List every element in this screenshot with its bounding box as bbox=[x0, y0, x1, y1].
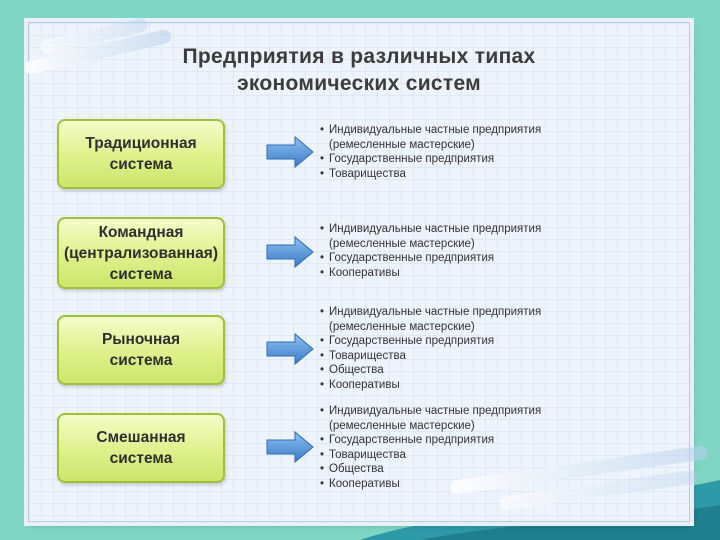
arrow-right-icon bbox=[266, 332, 314, 366]
enterprise-list: •Индивидуальные частные предприятия (рем… bbox=[320, 123, 541, 181]
arrow-right-icon bbox=[266, 235, 314, 269]
system-box-traditional: Традиционная система bbox=[57, 119, 225, 189]
list-item: •Индивидуальные частные предприятия bbox=[320, 223, 542, 235]
system-label: система bbox=[109, 265, 173, 283]
list-item: (ремесленные мастерские) bbox=[329, 237, 475, 250]
slide-title: Предприятия в различных типах экономичес… bbox=[29, 43, 689, 97]
list-item: •Индивидуальные частные предприятия bbox=[320, 306, 542, 318]
slide: Предприятия в различных типах экономичес… bbox=[23, 16, 709, 522]
system-label: Командная bbox=[98, 223, 184, 241]
system-box-mixed: Смешанная система bbox=[57, 413, 225, 483]
system-box-market: Рыночная система bbox=[57, 315, 225, 385]
arrow-right-icon bbox=[266, 430, 314, 464]
list-item: •Общества bbox=[320, 463, 384, 475]
list-item: •Государственные предприятия bbox=[320, 335, 495, 347]
list-item: •Товарищества bbox=[320, 167, 406, 180]
list-item: •Государственные предприятия bbox=[320, 434, 495, 446]
title-line: экономических систем bbox=[236, 72, 482, 95]
list-item: •Государственные предприятия bbox=[320, 153, 495, 165]
system-label: Традиционная bbox=[85, 135, 197, 152]
list-item: (ремесленные мастерские) bbox=[329, 138, 475, 151]
system-label: система bbox=[109, 352, 173, 369]
list-item: •Кооперативы bbox=[320, 477, 400, 490]
system-label: Смешанная bbox=[96, 429, 186, 446]
list-item: •Общества bbox=[320, 364, 384, 376]
system-label: система bbox=[109, 156, 173, 173]
list-item: •Кооперативы bbox=[320, 378, 400, 391]
system-label: (централизованная) bbox=[63, 244, 218, 262]
enterprise-list: •Индивидуальные частные предприятия (рем… bbox=[320, 305, 541, 392]
enterprise-list: •Индивидуальные частные предприятия (рем… bbox=[320, 404, 541, 491]
list-item: •Индивидуальные частные предприятия bbox=[320, 124, 542, 136]
arrow-right-icon bbox=[266, 135, 314, 169]
system-label: система bbox=[109, 450, 173, 467]
list-item: •Товарищества bbox=[320, 448, 406, 461]
list-item: •Индивидуальные частные предприятия bbox=[320, 405, 542, 417]
title-line: Предприятия в различных типах bbox=[182, 45, 536, 68]
list-item: •Кооперативы bbox=[320, 266, 400, 279]
system-label: Рыночная bbox=[101, 331, 181, 348]
list-item: •Государственные предприятия bbox=[320, 252, 495, 264]
enterprise-list: •Индивидуальные частные предприятия (рем… bbox=[320, 222, 541, 280]
system-box-command: Командная (централизованная) система bbox=[57, 217, 225, 289]
list-item: (ремесленные мастерские) bbox=[329, 320, 475, 333]
list-item: (ремесленные мастерские) bbox=[329, 419, 475, 432]
list-item: •Товарищества bbox=[320, 349, 406, 362]
